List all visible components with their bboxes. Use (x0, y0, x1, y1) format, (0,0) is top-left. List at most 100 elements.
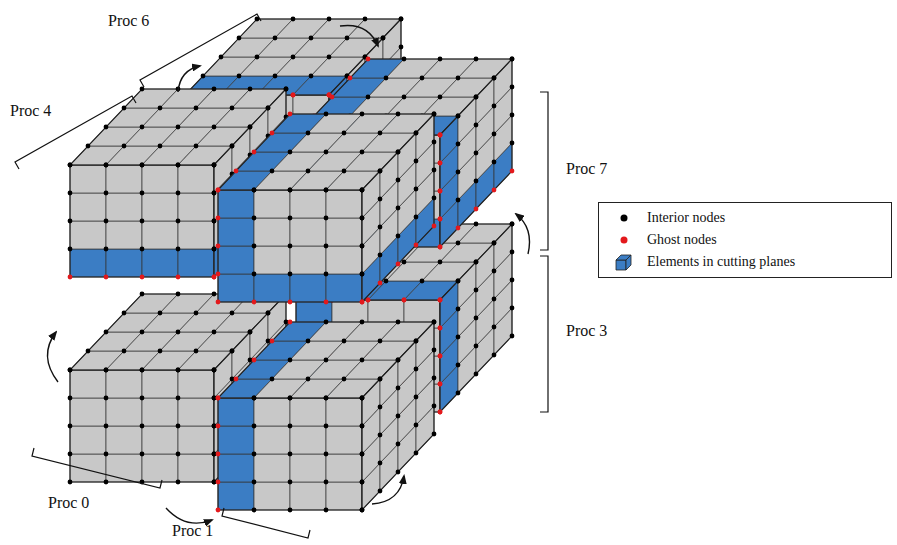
mesh-node (492, 297, 497, 302)
mesh-node (396, 442, 401, 447)
mesh-node (456, 76, 461, 81)
mesh-node (212, 368, 217, 373)
mesh-node (68, 452, 73, 457)
mesh-node (104, 452, 109, 457)
mesh-node (360, 150, 365, 155)
mesh-node (420, 279, 425, 284)
mesh-node (104, 247, 109, 252)
cube-face (362, 114, 434, 302)
mesh-node (104, 368, 109, 373)
cube-face (218, 190, 362, 302)
mesh-node (414, 187, 419, 192)
mesh-node (438, 161, 443, 166)
mesh-node (252, 188, 257, 193)
mesh-element (380, 152, 398, 199)
mesh-node (86, 349, 91, 354)
mesh-node (510, 85, 515, 90)
mesh-node (474, 151, 479, 156)
cube-face (440, 224, 512, 412)
mesh-node (360, 396, 365, 401)
mesh-node (414, 451, 419, 456)
exchange-arrow (372, 476, 404, 504)
mesh-node (492, 353, 497, 358)
mesh-node (438, 326, 443, 331)
mesh-element (142, 398, 178, 426)
mesh-node (366, 298, 371, 303)
mesh-node (414, 339, 419, 344)
mesh-node (140, 292, 145, 297)
mesh-node (438, 354, 443, 359)
mesh-node (432, 196, 437, 201)
face-outline (218, 190, 362, 302)
mesh-node (252, 396, 257, 401)
exchange-arrow (178, 66, 200, 92)
mesh-node (414, 215, 419, 220)
mesh-node (68, 396, 73, 401)
mesh-node (360, 272, 365, 277)
processor-label: Proc 7 (566, 160, 607, 178)
mesh-node (324, 452, 329, 457)
mesh-node (212, 163, 217, 168)
mesh-element (142, 454, 178, 482)
mesh-node (324, 424, 329, 429)
mesh-node (230, 349, 235, 354)
mesh-node (104, 368, 109, 373)
mesh-element (178, 398, 214, 426)
mesh-nodes (216, 188, 365, 305)
mesh-node (414, 131, 419, 136)
mesh-node (158, 106, 163, 111)
mesh-node (432, 404, 437, 409)
mesh-element (254, 426, 290, 454)
legend-entry: Interior nodes (599, 207, 891, 229)
mesh-node (216, 188, 221, 193)
mesh-node (288, 320, 293, 325)
mesh-node (510, 57, 515, 62)
mesh-node (122, 349, 127, 354)
mesh-element (218, 454, 254, 482)
mesh-node (456, 279, 461, 284)
mesh-element (218, 398, 254, 426)
exchange-arrow (47, 332, 58, 382)
mesh-node (216, 244, 221, 249)
mesh-node (378, 489, 383, 494)
mesh-node (288, 452, 293, 457)
mesh-node (492, 188, 497, 193)
mesh-node (414, 367, 419, 372)
mesh-node (381, 36, 386, 41)
mesh-node (456, 335, 461, 340)
mesh-element (458, 97, 476, 144)
mesh-node (360, 300, 365, 305)
mesh-element (106, 193, 142, 221)
mesh-node (284, 87, 289, 92)
mesh-node (432, 140, 437, 145)
mesh-nodes (216, 396, 365, 513)
mesh-node (234, 169, 239, 174)
mesh-node (324, 272, 329, 277)
mesh-node (309, 74, 314, 79)
mesh-node (273, 36, 278, 41)
mesh-node (438, 410, 443, 415)
exchange-arrow (166, 508, 212, 523)
mesh-element (106, 398, 142, 426)
mesh-node (288, 508, 293, 513)
mesh-node (360, 396, 365, 401)
mesh-node (342, 131, 347, 136)
cube-face (218, 398, 362, 510)
mesh-node (140, 368, 145, 373)
mesh-node (212, 219, 217, 224)
mesh-node (140, 87, 145, 92)
mesh-element (380, 360, 398, 407)
mesh-node (216, 508, 221, 513)
processor-label: Proc 0 (48, 494, 89, 512)
mesh-node (252, 188, 257, 193)
mesh-nodes (294, 57, 515, 138)
mesh-node (438, 260, 443, 265)
mesh-node (216, 452, 221, 457)
mesh-node (378, 377, 383, 382)
mesh-element (326, 246, 362, 274)
mesh-node (438, 382, 443, 387)
mesh-node (248, 125, 253, 130)
mesh-node (474, 372, 479, 377)
mesh-node (456, 114, 461, 119)
mesh-node (360, 300, 365, 305)
